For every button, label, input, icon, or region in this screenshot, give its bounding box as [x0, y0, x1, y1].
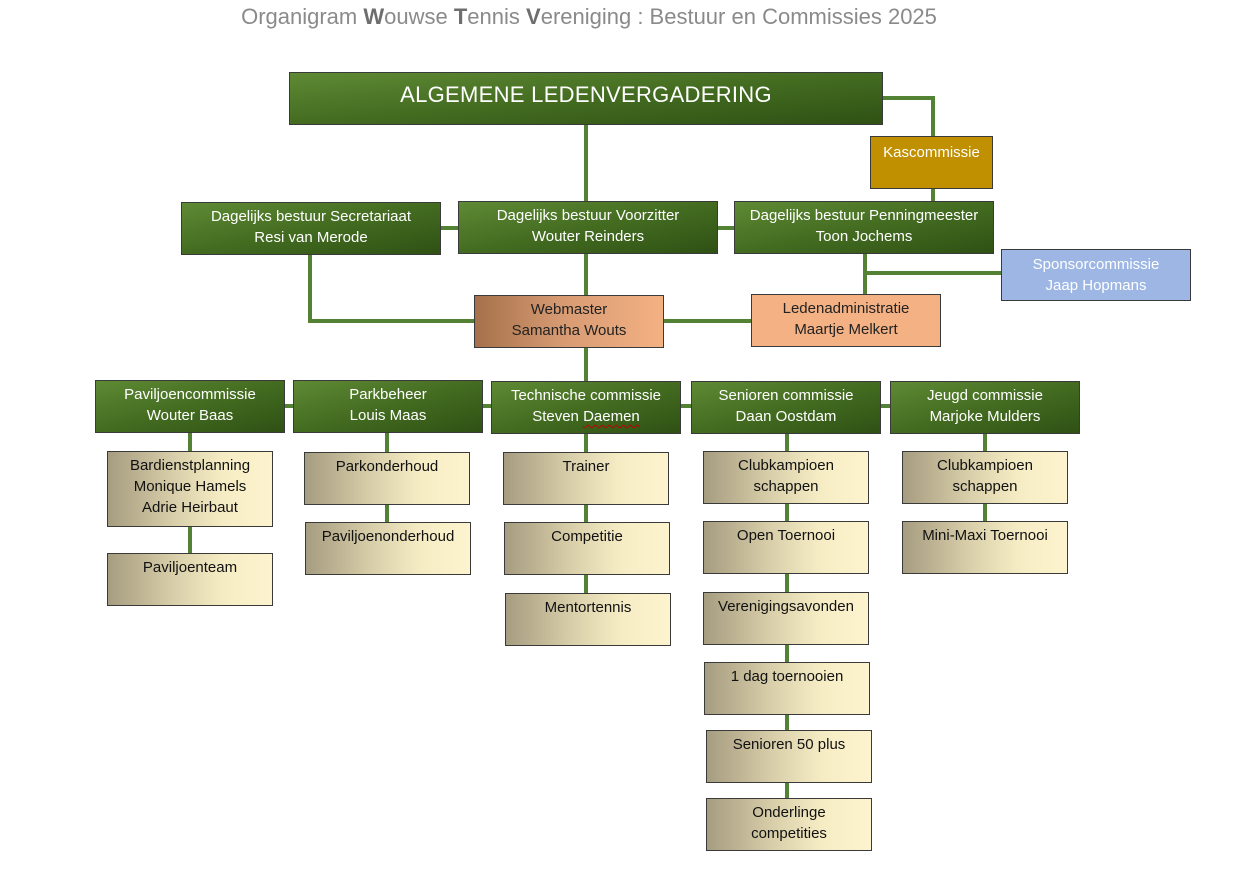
node-kascommissie: Kascommissie — [870, 136, 993, 189]
node-label: Onderlinge — [752, 804, 826, 821]
node-label: Paviljoenonderhoud — [321, 528, 455, 545]
node-person: Monique Hamels — [133, 478, 247, 495]
node-1-dag-toernooien: 1 dag toernooien — [704, 662, 870, 715]
node-parkonderhoud: Parkonderhoud — [304, 452, 470, 505]
node-label: ALGEMENE LEDENVERGADERING — [400, 82, 772, 107]
node-person: Steven Daemen — [532, 408, 640, 425]
node-function: Jeugd commissie — [927, 387, 1043, 404]
node-open-toernooi: Open Toernooi — [703, 521, 869, 574]
node-label: Kascommissie — [883, 144, 980, 161]
node-paviljoenonderhoud: Paviljoenonderhoud — [305, 522, 471, 575]
node-algemene-ledenvergadering: ALGEMENE LEDENVERGADERING — [289, 72, 883, 125]
node-jeugd-clubkampioenschappen: Clubkampioen schappen — [902, 451, 1068, 504]
node-function: Senioren commissie — [718, 387, 854, 404]
node-senioren-clubkampioenschappen: Clubkampioen schappen — [703, 451, 869, 504]
node-label: Parkonderhoud — [335, 458, 439, 475]
node-mentortennis: Mentortennis — [505, 593, 671, 646]
node-webmaster: Webmaster Samantha Wouts — [474, 295, 664, 348]
node-jeugd-commissie: Jeugd commissie Marjoke Mulders — [890, 381, 1080, 434]
node-technische-commissie: Technische commissie Steven Daemen — [491, 381, 681, 434]
node-label: Clubkampioen — [738, 457, 834, 474]
node-person: Jaap Hopmans — [1045, 277, 1147, 294]
node-person: Samantha Wouts — [511, 322, 627, 339]
node-person: Resi van Merode — [254, 229, 368, 246]
node-person: Daan Oostdam — [735, 408, 837, 425]
node-onderlinge-competities: Onderlinge competities — [706, 798, 872, 851]
node-label: Open Toernooi — [736, 527, 836, 544]
node-label: Mentortennis — [544, 599, 632, 616]
node-penningmeester: Dagelijks bestuur Penningmeester Toon Jo… — [734, 201, 994, 254]
node-senioren-50-plus: Senioren 50 plus — [706, 730, 872, 783]
node-label: Trainer — [562, 458, 610, 475]
node-label: Bardienstplanning — [129, 457, 251, 474]
node-function: Dagelijks bestuur Voorzitter — [496, 207, 680, 224]
node-label: 1 dag toernooien — [730, 668, 844, 685]
node-person: Adrie Heirbaut — [142, 499, 238, 516]
node-mini-maxi-toernooi: Mini-Maxi Toernooi — [902, 521, 1068, 574]
node-person: Marjoke Mulders — [929, 408, 1041, 425]
node-label: Senioren 50 plus — [732, 736, 846, 753]
node-function: Dagelijks bestuur Penningmeester — [749, 207, 979, 224]
node-function: Webmaster — [530, 301, 608, 318]
node-sponsorcommissie: Sponsorcommissie Jaap Hopmans — [1001, 249, 1191, 301]
node-label: Competitie — [551, 528, 623, 545]
node-person: Louis Maas — [349, 407, 427, 424]
node-secretariaat: Dagelijks bestuur Secretariaat Resi van … — [181, 202, 441, 255]
node-person: Wouter Reinders — [531, 228, 645, 245]
node-person: Toon Jochems — [815, 228, 913, 245]
node-person: Wouter Baas — [146, 407, 234, 424]
node-label: Paviljoenteam — [142, 559, 238, 576]
node-label: schappen — [952, 478, 1018, 495]
node-label: schappen — [753, 478, 819, 495]
node-function: Ledenadministratie — [782, 300, 910, 317]
node-label: Verenigingsavonden — [718, 598, 854, 615]
node-voorzitter: Dagelijks bestuur Voorzitter Wouter Rein… — [458, 201, 718, 254]
diagram-title: Organigram Wouwse Tennis Vereniging : Be… — [241, 4, 937, 29]
node-label: Mini-Maxi Toernooi — [922, 527, 1048, 544]
node-function: Dagelijks bestuur Secretariaat — [210, 208, 412, 225]
node-function: Technische commissie — [510, 387, 662, 404]
node-bardienstplanning: Bardienstplanning Monique Hamels Adrie H… — [107, 451, 273, 527]
node-parkbeheer: Parkbeheer Louis Maas — [293, 380, 483, 433]
node-paviljoencommissie: Paviljoencommissie Wouter Baas — [95, 380, 285, 433]
node-verenigingsavonden: Verenigingsavonden — [703, 592, 869, 645]
node-label: competities — [751, 825, 827, 842]
node-label: Clubkampioen — [937, 457, 1033, 474]
node-ledenadministratie: Ledenadministratie Maartje Melkert — [751, 294, 941, 347]
node-function: Parkbeheer — [349, 386, 427, 403]
node-person: Maartje Melkert — [794, 321, 898, 338]
node-trainer: Trainer — [503, 452, 669, 505]
node-paviljoenteam: Paviljoenteam — [107, 553, 273, 606]
node-function: Sponsorcommissie — [1032, 256, 1160, 273]
node-competitie: Competitie — [504, 522, 670, 575]
node-function: Paviljoencommissie — [124, 386, 256, 403]
node-senioren-commissie: Senioren commissie Daan Oostdam — [691, 381, 881, 434]
